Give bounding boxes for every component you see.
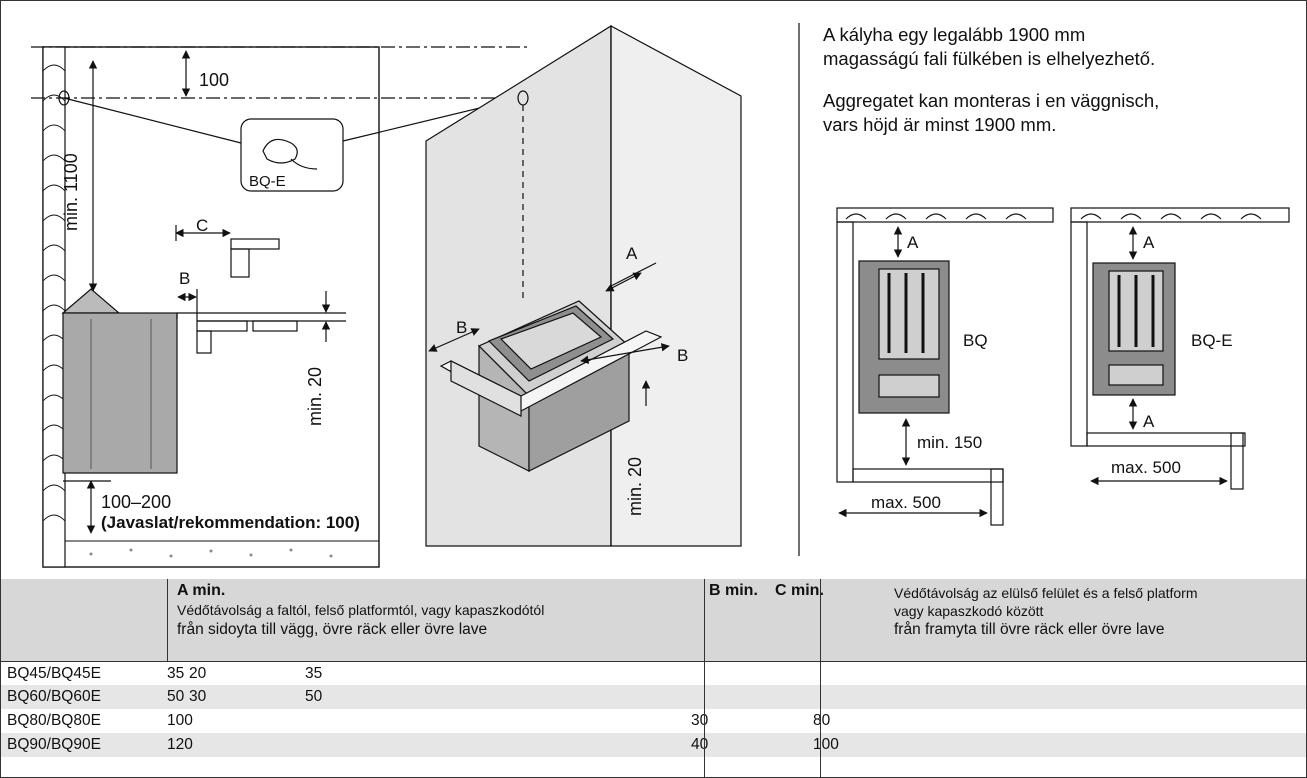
- row-a2: 20: [189, 665, 207, 682]
- hungarian-note-line2: magasságú fali fülkében is elhelyezhető.: [823, 48, 1156, 69]
- row-model: BQ60/BQ60E: [7, 688, 101, 705]
- dim-100-label: 100: [199, 70, 229, 90]
- wall-wood-pattern: [42, 46, 66, 568]
- table-row: BQ90/BQ90E 120 40 100: [1, 733, 1306, 757]
- max-500-label-bq: max. 500: [871, 493, 941, 512]
- recommendation-label: (Javaslat/rekommendation: 100): [101, 513, 360, 532]
- heater-side-view: [62, 312, 178, 474]
- table-row: BQ80/BQ80E 100 30 80: [1, 709, 1306, 733]
- row-a1: 100: [167, 712, 193, 729]
- row-model: BQ45/BQ45E: [7, 665, 101, 682]
- table-header: [1, 579, 1306, 661]
- hungarian-note: A kályha egy legalább 1900 mm magasságú …: [823, 23, 1155, 71]
- row-a1: 50: [167, 688, 185, 705]
- corner-view-diagram: [425, 24, 742, 547]
- min-20-label-3d: min. 20: [625, 457, 645, 516]
- column-divider: [167, 579, 168, 661]
- hungarian-note-line1: A kályha egy legalább 1900 mm: [823, 24, 1086, 45]
- swedish-note-line2: vars höjd är minst 1900 mm.: [823, 114, 1057, 135]
- min-20-label-left: min. 20: [305, 367, 325, 426]
- min-1100-label: min. 1100: [61, 153, 81, 231]
- bq-model-label: BQ: [963, 331, 988, 350]
- header-a-desc-hu: Védőtávolság a faltól, felső platformtól…: [177, 602, 545, 618]
- row-a1: 35: [167, 665, 185, 682]
- header-b-title: B min.: [709, 582, 758, 599]
- row-a3: 50: [305, 688, 323, 705]
- side-view-diagram: [31, 46, 531, 568]
- top-view-bq-e: [1070, 207, 1290, 490]
- row-c: 80: [813, 712, 831, 729]
- header-c-desc-hu2: vagy kapaszkodó között: [894, 603, 1044, 619]
- range-100-200-label: 100–200: [101, 492, 171, 512]
- dim-b-label: B: [179, 269, 190, 288]
- top-bq-e-a-label-top: A: [1143, 233, 1155, 252]
- dim-c-label: C: [196, 216, 208, 235]
- header-c-desc-sv: från framyta till övre räck eller övre l…: [894, 621, 1165, 638]
- row-b: 30: [691, 712, 709, 729]
- row-b: 40: [691, 736, 709, 753]
- header-a-desc-sv: från sidoyta till vägg, övre räck eller …: [177, 621, 488, 638]
- header-c-desc-hu1: Védőtávolság az elülső felület és a fels…: [894, 585, 1198, 601]
- row-c: 100: [813, 736, 839, 753]
- table-row: BQ45/BQ45E 35 20 35: [1, 661, 1306, 686]
- header-c-title: C min.: [775, 582, 824, 599]
- max-500-label-bq-e: max. 500: [1111, 458, 1181, 477]
- min-150-label: min. 150: [917, 433, 982, 452]
- top-bq-a-label: A: [907, 233, 919, 252]
- sensor-callout: [240, 118, 344, 192]
- dim-a-label-3d: A: [626, 244, 638, 263]
- row-a1: 120: [167, 736, 193, 753]
- bq-e-sensor-label: BQ-E: [249, 173, 286, 190]
- table-row: BQ60/BQ60E 50 30 50: [1, 685, 1306, 709]
- header-a-title: A min.: [177, 582, 226, 599]
- column-divider: [820, 579, 821, 777]
- row-model: BQ90/BQ90E: [7, 736, 101, 753]
- column-divider: [704, 579, 705, 777]
- top-bq-e-a-label-bottom: A: [1143, 412, 1155, 431]
- dim-b-label-3d-left: B: [456, 318, 467, 337]
- swedish-note: Aggregatet kan monteras i en väggnisch, …: [823, 89, 1159, 137]
- row-a2: 30: [189, 688, 207, 705]
- bq-e-model-label: BQ-E: [1191, 331, 1233, 350]
- top-view-bq: [836, 207, 1054, 526]
- row-a3: 35: [305, 665, 323, 682]
- clearance-table: A min. Védőtávolság a faltól, felső plat…: [1, 579, 1306, 777]
- dim-b-label-3d-right: B: [677, 346, 688, 365]
- row-model: BQ80/BQ80E: [7, 712, 101, 729]
- installation-diagram: 100 min. 1100 BQ-E C B min. 20 100–200 (…: [31, 23, 1290, 568]
- swedish-note-line1: Aggregatet kan monteras i en väggnisch,: [823, 90, 1160, 111]
